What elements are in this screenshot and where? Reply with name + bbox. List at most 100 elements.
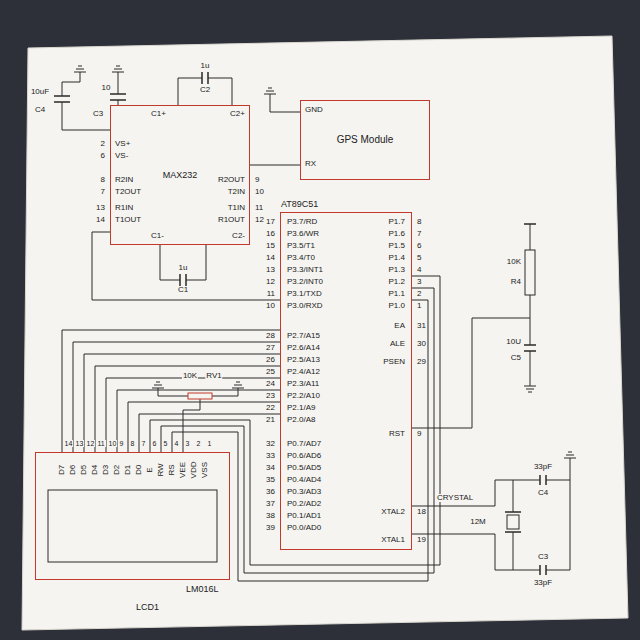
pin-label: P1.0	[388, 302, 406, 310]
pin-label: CRYSTAL	[436, 494, 474, 502]
pin-label: 10	[101, 84, 112, 92]
node-text: MAX232	[163, 171, 198, 180]
wire	[530, 351, 531, 386]
pin-label: C3	[537, 553, 549, 561]
ground-symbol	[266, 91, 274, 92]
pin-label: D7	[58, 464, 66, 476]
pin-label: P1.7	[388, 218, 406, 226]
wire	[513, 480, 514, 512]
pin-label: 25	[265, 368, 276, 376]
pin-label: 10K	[506, 258, 522, 266]
pin-label: 13	[265, 266, 276, 274]
ground-symbol	[116, 66, 120, 67]
pin-label: P1.2	[388, 278, 406, 286]
pin-label: 5	[416, 254, 422, 262]
wire	[158, 396, 188, 397]
wire	[530, 224, 531, 250]
pin-label: 14	[64, 440, 74, 447]
pin-label: 11	[97, 440, 106, 447]
pin-label: C1	[177, 286, 189, 294]
capacitor-plate	[545, 475, 547, 485]
wire	[208, 78, 232, 105]
ground-symbol	[152, 388, 164, 389]
pin-label: C2-	[231, 232, 246, 240]
capacitor-plate	[524, 344, 536, 346]
capacitor-plate	[545, 565, 547, 575]
pin-label: 16	[265, 230, 276, 238]
pin-label: P0.7/AD7	[286, 440, 322, 448]
wire	[412, 318, 530, 428]
pin-label: P3.1/TXD	[286, 290, 323, 298]
ground-symbol	[112, 72, 124, 73]
wire	[546, 480, 570, 570]
pin-label: C1+	[150, 110, 167, 118]
pin-label: D1	[124, 464, 132, 476]
wire-connector	[150, 276, 440, 565]
ground-symbol	[232, 388, 244, 389]
pin-label: 1	[207, 440, 213, 447]
capacitor-plate	[505, 511, 521, 513]
wire	[62, 102, 110, 130]
pin-label: P1.6	[388, 230, 406, 238]
pin-label: 4	[416, 266, 422, 274]
capacitor-plate	[505, 531, 521, 533]
pin-label: 24	[265, 380, 276, 388]
pin-label: 10	[254, 188, 265, 196]
pin-label: 3	[185, 440, 191, 447]
pin-label: RS	[168, 463, 176, 476]
pin-label: P0.2/AD2	[286, 500, 322, 508]
pin-label: VS+	[114, 140, 131, 148]
pin-label: 7	[416, 230, 422, 238]
capacitor-plate	[54, 95, 70, 97]
pin-label: 4	[174, 440, 180, 447]
pin-label: 36	[265, 488, 276, 496]
pin-label: P1.1	[388, 290, 406, 298]
pin-label: 7	[100, 188, 106, 196]
pin-label: 10uF	[30, 88, 50, 96]
pin-label: T1IN	[227, 204, 246, 212]
capacitor-plate	[110, 93, 126, 95]
pin-label: R4	[510, 278, 522, 286]
pin-label: VSS	[201, 461, 209, 479]
pin-label: 10U	[505, 338, 522, 346]
pin-label: C5	[510, 354, 522, 362]
pin-label: 12	[254, 216, 265, 224]
pin-label: 6	[100, 152, 106, 160]
capacitor-plate	[524, 350, 536, 352]
ground-symbol	[236, 382, 240, 383]
pin-label: 33pF	[533, 463, 553, 471]
node-text: GPS Module	[337, 135, 394, 145]
capacitor-plate	[110, 99, 126, 101]
pin-label: P2.3/A11	[286, 380, 320, 388]
pin-label: XTAL1	[380, 536, 406, 544]
pin-label: 2	[416, 290, 422, 298]
pin-label: 5	[163, 440, 169, 447]
pin-label: 8	[100, 176, 106, 184]
pin-label: VDD	[190, 461, 198, 480]
pin-label: 18	[416, 508, 427, 516]
pin-label: P0.3/AD3	[286, 488, 322, 496]
wire-connector	[62, 330, 280, 452]
pin-label: 32	[265, 440, 276, 448]
pin-label: R1IN	[114, 204, 134, 212]
pin-label: D4	[91, 464, 99, 476]
wire	[62, 72, 80, 96]
wire	[106, 378, 280, 452]
pin-label: 1	[416, 302, 422, 310]
pin-label: T2IN	[227, 188, 246, 196]
pin-label: P2.4/A12	[286, 368, 321, 376]
pin-label: 35	[265, 476, 276, 484]
pin-label: P2.7/A15	[286, 332, 321, 340]
pin-label: RV1	[205, 372, 222, 380]
ground-symbol	[156, 382, 160, 383]
pin-label: P3.6/WR	[286, 230, 320, 238]
pin-label: 2	[196, 440, 202, 447]
ground-symbol	[264, 94, 276, 95]
pin-label: 6	[416, 242, 422, 250]
pin-label: C2	[199, 86, 211, 94]
wire	[161, 288, 434, 573]
paper-sheet	[22, 36, 628, 630]
pin-label: 9	[254, 176, 260, 184]
